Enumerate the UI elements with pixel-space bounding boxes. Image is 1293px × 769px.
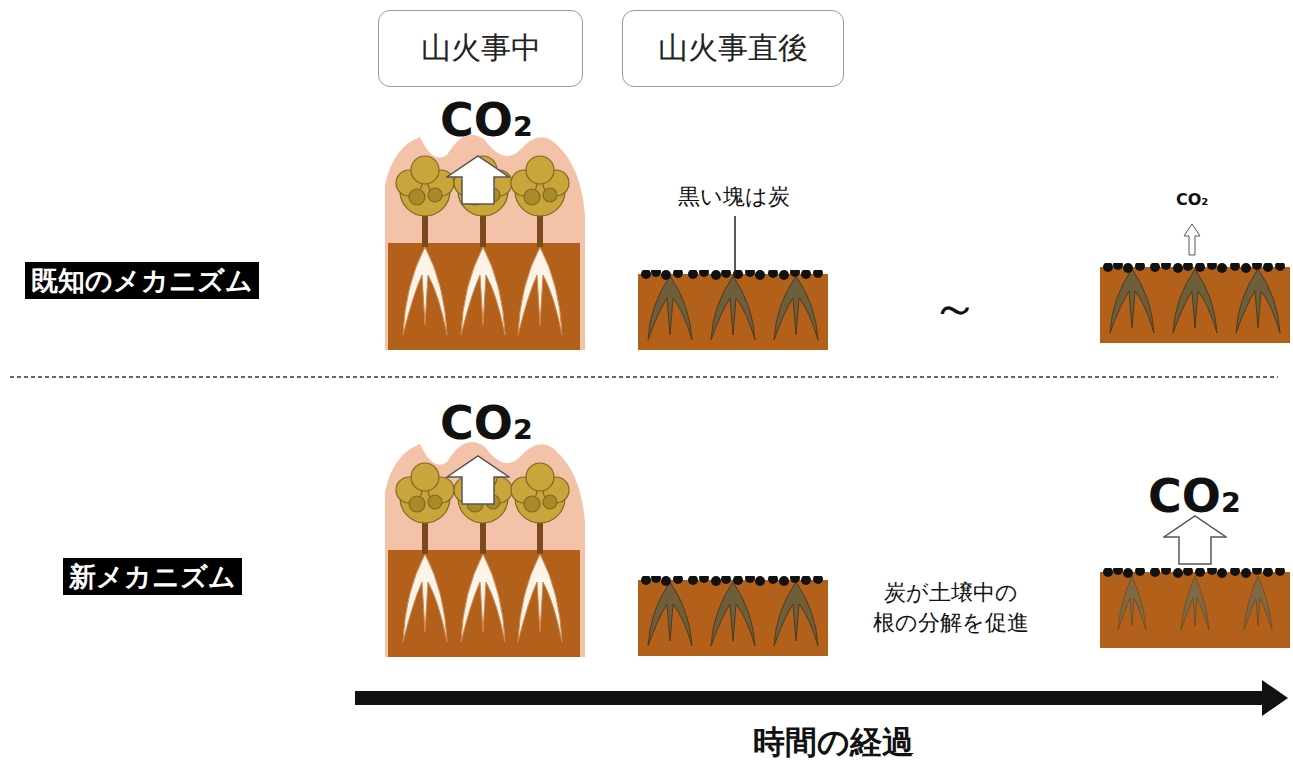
- tilde-mark: ～: [931, 280, 979, 335]
- axis-label: 時間の経過: [753, 724, 914, 761]
- node-text: 山火事直後: [658, 28, 808, 69]
- gas-label: CO₂: [440, 94, 533, 147]
- gas-label: CO₂: [1148, 470, 1241, 523]
- node-text: 既知のメカニズム: [31, 263, 253, 299]
- node-text: 新メカニズム: [69, 559, 236, 595]
- gas-label: CO₂: [1176, 191, 1208, 209]
- node-text: 山火事中: [421, 28, 541, 69]
- gas-label: CO₂: [440, 397, 533, 450]
- phase-box: 山火事直後: [622, 10, 844, 87]
- row-heading: 既知のメカニズム: [25, 262, 259, 299]
- phase-box: 山火事中: [378, 10, 583, 87]
- mechanism-note: 炭が土壌中の 根の分解を促進: [872, 578, 1030, 637]
- callout-note: 黒い塊は炭: [678, 184, 790, 209]
- row-heading: 新メカニズム: [63, 558, 242, 595]
